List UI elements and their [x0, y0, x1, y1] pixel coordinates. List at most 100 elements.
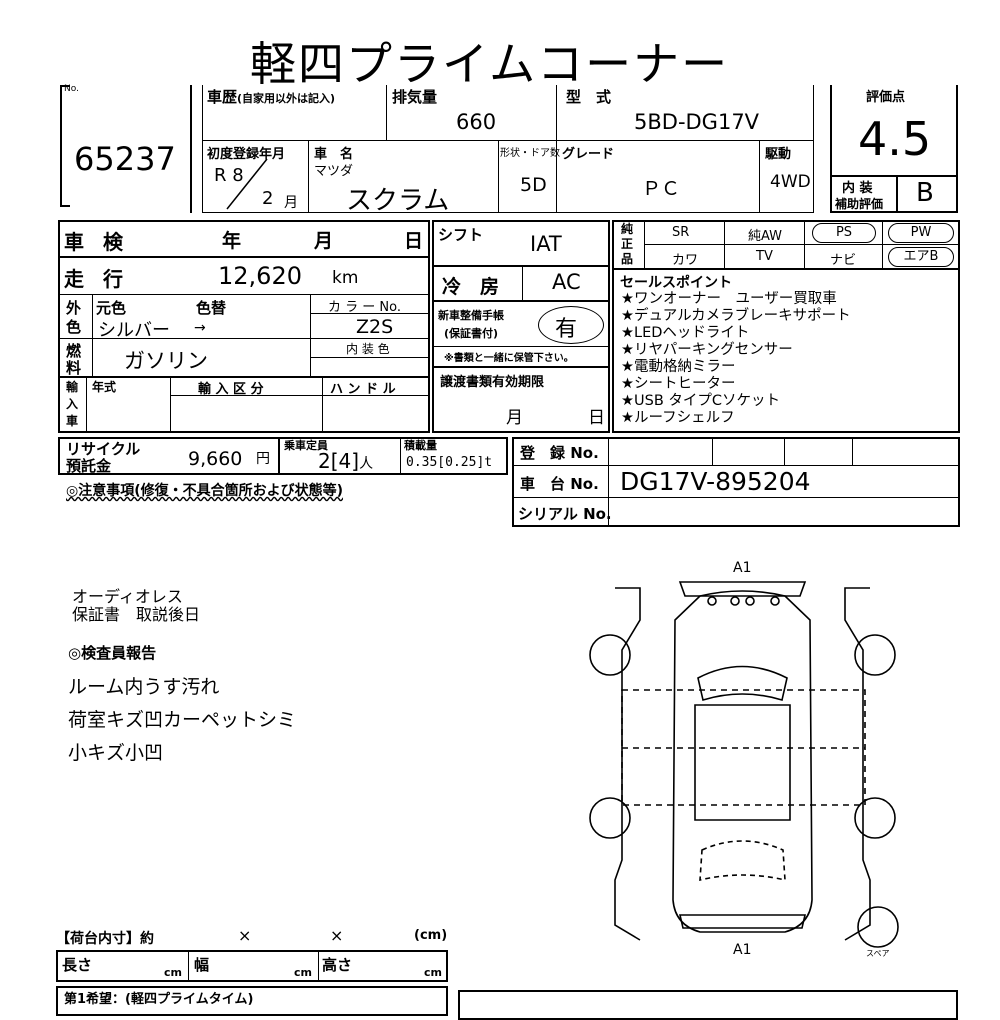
- recycle-unit: 円: [256, 451, 270, 467]
- car-name-label: 車 名: [314, 147, 354, 162]
- roof: [694, 704, 791, 821]
- chassis-number: DG17V-895204: [620, 467, 811, 496]
- car-maker: マツダ: [314, 164, 354, 179]
- sales-point-item: ★デュアルカメラブレーキサポート: [621, 308, 851, 324]
- equip-tv: TV: [756, 249, 773, 264]
- page-title: 軽四プライムコーナー: [250, 37, 730, 91]
- equip-aw: 純AW: [748, 229, 783, 244]
- slash-divider: [226, 158, 268, 210]
- equip-side-2: 正: [621, 237, 634, 251]
- inspector-item: 小キズ小凹: [68, 742, 164, 764]
- sales-point-item: ★LEDヘッドライト: [621, 325, 750, 341]
- manual-note: ※書類と一緒に保管下さい。: [444, 353, 574, 364]
- mileage-label: 走 行: [64, 267, 129, 291]
- model-value: 5BD-DG17V: [634, 110, 760, 134]
- sales-points-list: ★ワンオーナー ユーザー買取車 ★デュアルカメラブレーキサポート ★LEDヘッド…: [621, 291, 851, 427]
- serial-label: シリアル No.: [518, 505, 612, 523]
- sales-point-item: ★リヤパーキングセンサー: [621, 342, 793, 358]
- footer-right-box: [458, 990, 958, 1020]
- sales-points-label: セールスポイント: [620, 275, 732, 291]
- import-year-label: 年式: [92, 380, 117, 394]
- lot-bracket: [60, 85, 70, 207]
- cargo-x2: ×: [330, 926, 344, 945]
- interior-score-label: 内 装: [842, 181, 873, 196]
- caution-label: ◎注意事項(修復・不具合箇所および状態等): [66, 483, 344, 499]
- car-name-value: スクラム: [346, 186, 450, 216]
- fuel-value: ガソリン: [124, 349, 208, 373]
- first-reg-era: R 8: [214, 165, 244, 186]
- transfer-label: 譲渡書類有効期限: [440, 375, 545, 390]
- hood-bolt: [770, 596, 780, 606]
- capacity-label: 乗車定員: [284, 439, 328, 452]
- equip-ps: PS: [812, 223, 876, 243]
- chassis-label: 車 台 No.: [520, 475, 599, 493]
- transfer-day: 日: [588, 408, 605, 428]
- cargo-length-unit: cm: [164, 966, 182, 979]
- rear-window: [699, 840, 786, 882]
- cargo-width-label: 幅: [194, 956, 210, 974]
- cargo-height-unit: cm: [424, 966, 442, 979]
- import-side-1: 輸: [66, 380, 79, 394]
- wheel-rear-left: [589, 797, 631, 839]
- first-reg-month: 2: [262, 188, 274, 209]
- transfer-month: 月: [506, 408, 523, 428]
- note-line-2: 保証書 取説後日: [72, 605, 201, 624]
- rear-bumper: [678, 914, 807, 929]
- registration-table: [512, 437, 960, 527]
- recycle-table: [58, 437, 508, 475]
- cargo-width-unit: cm: [294, 966, 312, 979]
- lot-number: 65237: [74, 140, 176, 178]
- spare-tire: [857, 906, 899, 948]
- history-note: (自家用以外は記入): [237, 92, 336, 105]
- sales-point-item: ★シートヒーター: [621, 376, 736, 392]
- history-label: 車歴: [207, 88, 238, 106]
- shift-label: シフト: [438, 226, 484, 244]
- manual-value-circle: [538, 306, 604, 344]
- inspection-day: 日: [404, 230, 424, 252]
- inspection-year: 年: [222, 230, 242, 252]
- hood-bolt: [745, 596, 755, 606]
- manual-label1: 新車整備手帳: [438, 309, 504, 322]
- drive-label: 駆動: [765, 147, 792, 162]
- interior-score-label2: 補助評価: [835, 197, 884, 211]
- capacity-bracket-value: 4: [338, 449, 352, 473]
- displacement-value: 660: [456, 110, 497, 134]
- interior-score-value: B: [916, 178, 934, 208]
- left-side-panel: [614, 587, 641, 941]
- fuel-side2: 料: [66, 359, 82, 377]
- cargo-x1: ×: [238, 926, 252, 945]
- recycle-label1: リサイクル: [66, 440, 141, 458]
- wheel-front-left: [589, 634, 631, 676]
- equip-side-3: 品: [621, 252, 634, 266]
- capacity-value: 2: [318, 449, 331, 473]
- cargo-height-label: 高さ: [322, 956, 353, 974]
- right-side-panel: [844, 587, 871, 941]
- doors-value: 5D: [520, 174, 547, 196]
- vehicle-info-table: [202, 85, 814, 213]
- front-mark: A1: [733, 560, 752, 576]
- spec-table-left: [58, 220, 430, 433]
- hood-bolt: [730, 596, 740, 606]
- model-label: 型 式: [566, 88, 612, 106]
- wheel-front-right: [854, 634, 896, 676]
- manual-value: 有: [555, 317, 578, 342]
- color-value: シルバー: [98, 320, 170, 341]
- color-side1: 外: [66, 299, 82, 317]
- first-reg-month-unit: 月: [284, 195, 298, 211]
- inspection-month: 月: [314, 230, 334, 252]
- equip-navi: ナビ: [830, 253, 857, 268]
- grade-label: グレード: [562, 147, 615, 162]
- inspector-label: ◎検査員報告: [68, 644, 157, 662]
- recycle-label2: 預託金: [66, 457, 112, 475]
- fuel-side1: 燃: [66, 342, 82, 360]
- interior-color-label: 内 装 色: [346, 342, 390, 356]
- inspector-item: 荷室キズ凹カーペットシミ: [68, 709, 297, 731]
- score-label: 評価点: [866, 90, 906, 105]
- equipment-table: [612, 220, 960, 433]
- sales-point-item: ★ワンオーナー ユーザー買取車: [621, 291, 837, 307]
- lot-label: No.: [64, 84, 79, 94]
- front-bumper: [678, 581, 807, 597]
- car-body: [672, 590, 813, 933]
- color-arrow: →: [194, 320, 206, 336]
- color-change-label: 色替: [196, 299, 227, 317]
